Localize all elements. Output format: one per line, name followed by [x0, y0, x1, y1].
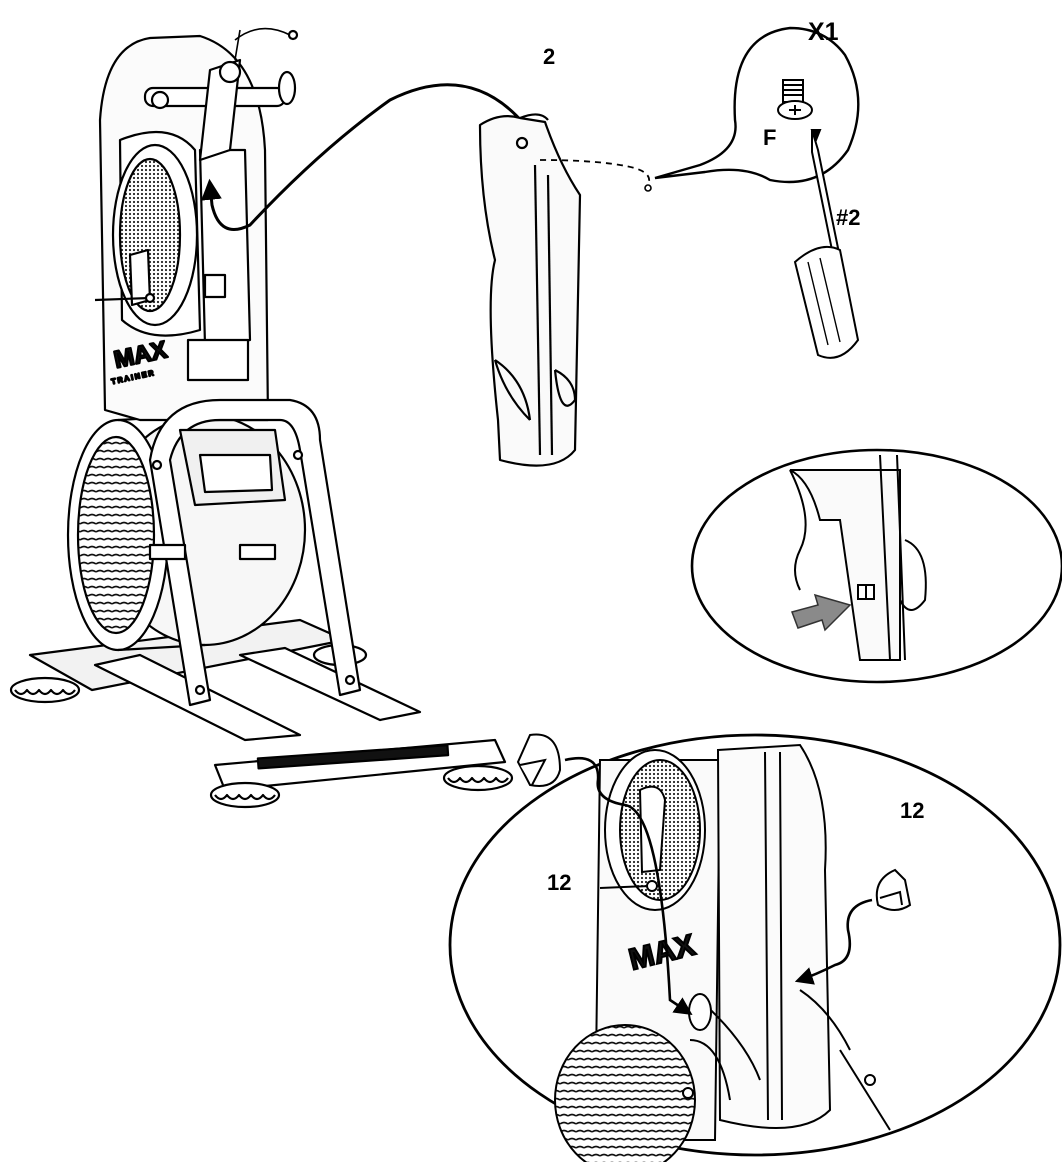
- label-cap-left: 12: [547, 870, 571, 895]
- screwdriver-icon: [793, 129, 860, 359]
- label-screwdriver-size: #2: [836, 205, 860, 230]
- screw-hole: [644, 184, 652, 192]
- detail-cap-install: MAX: [448, 733, 1062, 1162]
- cable-routing-arrow: [201, 83, 527, 231]
- front-right-foot: [209, 781, 281, 809]
- handle-mount: [143, 27, 299, 162]
- cap-right-arrow: [794, 898, 873, 985]
- push-arrow: [791, 593, 852, 632]
- label-screw-f: F: [763, 125, 776, 150]
- cap-left-arrow: [564, 756, 693, 1016]
- screw-f: [777, 79, 813, 120]
- label-cap-right: 12: [900, 798, 924, 823]
- hardware-bubble: [654, 26, 860, 359]
- detail-snap-tabs: [690, 448, 1062, 684]
- screw-leader-dashed: [539, 159, 650, 186]
- cap-12-right: [875, 868, 912, 911]
- label-quantity: X1: [808, 18, 839, 46]
- base-frame: [28, 618, 507, 792]
- front-arch: [148, 398, 362, 707]
- rear-right-foot: [442, 764, 514, 792]
- upright-housing: MAX TRAINER: [94, 34, 270, 422]
- handle-part-2: [478, 113, 582, 467]
- label-part-2: 2: [543, 44, 555, 69]
- exercise-machine: MAX TRAINER: [9, 27, 514, 809]
- cap-12-left: [516, 733, 562, 787]
- front-left-foot: [9, 676, 81, 704]
